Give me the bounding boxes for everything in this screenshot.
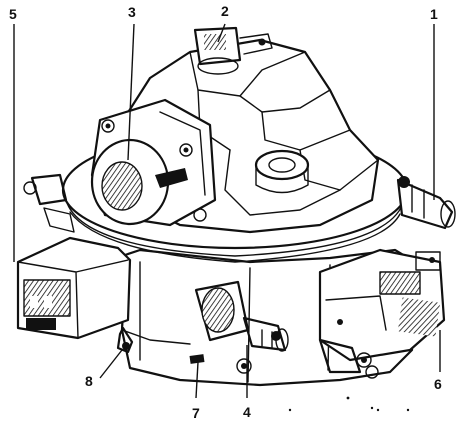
callout-6: 6 [434, 376, 442, 392]
assembly-drawing [16, 26, 456, 412]
callout-4: 4 [243, 404, 251, 420]
callout-2: 2 [221, 3, 229, 19]
callout-1: 1 [430, 6, 438, 22]
leader-lines [13, 23, 441, 399]
callout-3: 3 [128, 4, 136, 20]
callout-8: 8 [85, 373, 93, 389]
callout-5: 5 [9, 6, 17, 22]
callout-labels: 1 2 3 4 5 6 7 8 [9, 3, 442, 421]
callout-7: 7 [192, 405, 200, 421]
